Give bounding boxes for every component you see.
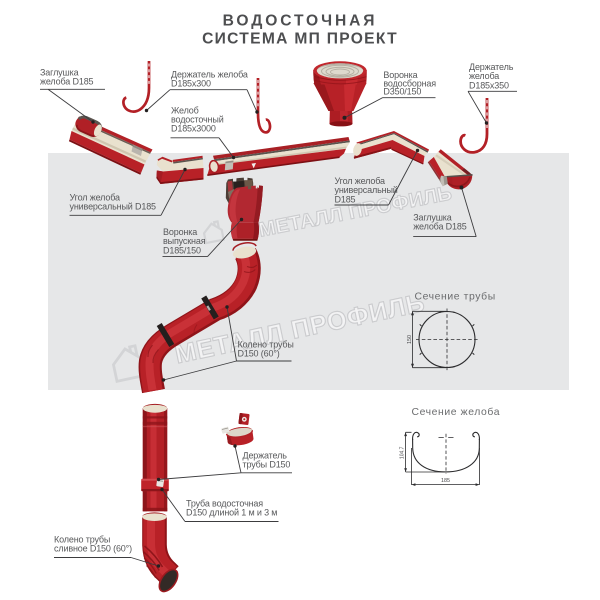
svg-text:D185x300: D185x300 [171, 79, 211, 89]
svg-text:желоба: желоба [469, 71, 499, 81]
svg-text:D185: D185 [335, 194, 356, 204]
svg-text:D185x350: D185x350 [469, 80, 509, 90]
svg-text:104.7: 104.7 [399, 446, 405, 459]
svg-text:185: 185 [441, 478, 450, 484]
svg-text:Держатель: Держатель [469, 62, 514, 72]
svg-text:Желоб: Желоб [171, 105, 199, 115]
svg-text:150: 150 [407, 335, 413, 344]
svg-text:универсальный D185: универсальный D185 [70, 202, 157, 212]
svg-text:D150 (60°): D150 (60°) [238, 349, 280, 359]
svg-text:сливное D150 (60°): сливное D150 (60°) [54, 544, 132, 554]
svg-text:водосточный: водосточный [171, 115, 224, 125]
svg-text:Угол желоба: Угол желоба [70, 193, 120, 203]
svg-text:универсальный: универсальный [335, 185, 398, 195]
svg-text:Труба водосточная: Труба водосточная [186, 498, 263, 508]
svg-text:трубы D150: трубы D150 [243, 460, 291, 470]
svg-text:D185x3000: D185x3000 [171, 124, 216, 134]
svg-text:Сечение трубы: Сечение трубы [415, 291, 496, 303]
svg-text:Держатель желоба: Держатель желоба [171, 69, 248, 79]
svg-text:Угол желоба: Угол желоба [335, 176, 385, 186]
svg-text:D150 длиной 1 м и 3 м: D150 длиной 1 м и 3 м [186, 508, 277, 518]
svg-text:желоба D185: желоба D185 [413, 222, 467, 232]
svg-text:водосборная: водосборная [383, 78, 436, 88]
svg-text:Колено трубы: Колено трубы [238, 340, 294, 350]
svg-text:Воронка: Воронка [163, 227, 197, 237]
svg-text:желоба D185: желоба D185 [40, 77, 94, 87]
svg-text:Заглушка: Заглушка [413, 212, 452, 222]
svg-text:ВОДОСТОЧНАЯ: ВОДОСТОЧНАЯ [223, 13, 378, 30]
svg-text:Держатель: Держатель [243, 451, 288, 461]
svg-text:Колено трубы: Колено трубы [54, 535, 110, 545]
svg-text:Воронка: Воронка [383, 70, 417, 80]
svg-text:D185/150: D185/150 [163, 245, 201, 255]
svg-text:Заглушка: Заглушка [40, 67, 79, 77]
svg-text:D350/150: D350/150 [383, 87, 421, 97]
svg-text:выпускная: выпускная [163, 236, 206, 246]
svg-text:СИСТЕМА МП ПРОЕКТ: СИСТЕМА МП ПРОЕКТ [202, 31, 398, 48]
svg-text:Сечение желоба: Сечение желоба [412, 406, 501, 418]
